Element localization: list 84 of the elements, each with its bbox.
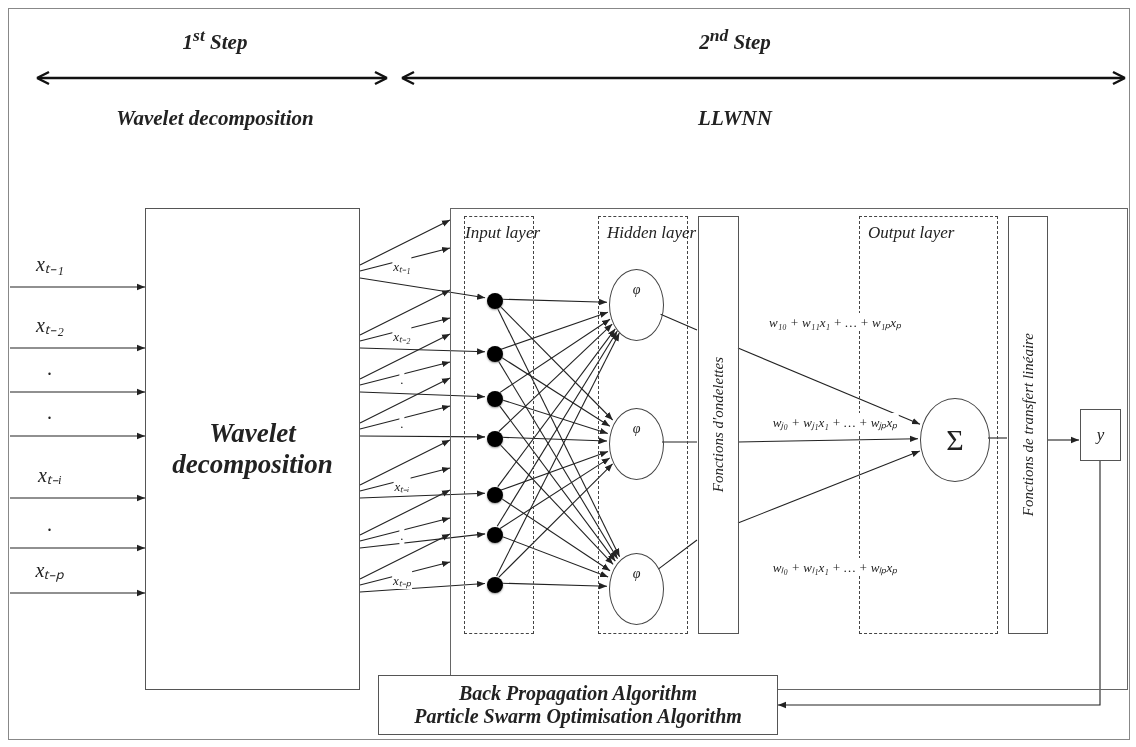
- arrow: [498, 304, 614, 421]
- arrow: [500, 398, 609, 435]
- arrow: [359, 404, 451, 430]
- arrow: [359, 466, 451, 492]
- arrow: [359, 516, 451, 542]
- connector-line: [987, 437, 1008, 439]
- arrow: [9, 544, 146, 552]
- arrow: [498, 323, 613, 433]
- arrow: [9, 283, 146, 291]
- input-neuron: [487, 431, 503, 447]
- arrow: [359, 377, 451, 424]
- arrow: [496, 330, 618, 527]
- edge-label: wₗ₀ + wₗ₁x₁ + … + wₗₚxₚ: [771, 558, 899, 576]
- arrow: [499, 318, 611, 394]
- arrow: [359, 289, 451, 336]
- arrow: [359, 333, 451, 380]
- layer-title: Hidden layer: [607, 223, 697, 243]
- box-text: Particle Swarm Optimisation Algorithm: [414, 705, 742, 728]
- algorithm-box: [378, 675, 778, 735]
- arrow: [500, 436, 608, 444]
- edge-label: xₜ₋ᵢ: [393, 477, 411, 495]
- arrow: [777, 459, 1101, 709]
- arrow: [359, 391, 486, 400]
- arrow: [498, 463, 614, 578]
- arrow: [499, 457, 611, 530]
- process-box: Wavelet decomposition: [145, 208, 360, 690]
- connector-line: [657, 539, 698, 570]
- edge-label: xₜ₋₁: [392, 257, 412, 275]
- edge-label: xₜ₋₂: [392, 327, 412, 345]
- rotated-label: Fonctions d'ondelettes: [710, 357, 727, 493]
- arrow: [359, 531, 486, 549]
- arrow: [737, 450, 921, 524]
- connector-line: [661, 441, 698, 443]
- arrow: [9, 344, 146, 352]
- arrow: [359, 439, 451, 486]
- arrow: [499, 451, 609, 491]
- input-neuron: [487, 391, 503, 407]
- rotated-label: Fonctions de transfert linéaire: [1019, 333, 1037, 517]
- arrow: [1046, 436, 1080, 444]
- edge-label: .: [399, 528, 405, 544]
- arrow: [359, 316, 451, 342]
- function-box: [1008, 216, 1048, 634]
- input-neuron: [487, 487, 503, 503]
- arrow: [359, 490, 486, 499]
- arrow: [359, 580, 486, 593]
- heading-text: 1$^{st}$ Step: [182, 25, 248, 55]
- arrow: [9, 388, 146, 396]
- input-neuron: [487, 527, 503, 543]
- arrow: [9, 432, 146, 440]
- layer-title: Input layer: [465, 223, 541, 243]
- input-neuron: [487, 346, 503, 362]
- arrow: [359, 489, 451, 536]
- arrow: [737, 435, 919, 443]
- arrow: [9, 494, 146, 502]
- arrow: [359, 277, 486, 300]
- arrow: [359, 219, 451, 266]
- arrow: [359, 533, 451, 580]
- heading-text: Wavelet decomposition: [116, 105, 314, 131]
- layer-title: Output layer: [868, 223, 955, 243]
- arrow: [359, 347, 486, 355]
- output-box: y: [1080, 409, 1121, 461]
- arrow: [500, 298, 608, 306]
- arrow: [359, 360, 451, 386]
- connector-line: [660, 313, 698, 331]
- input-neuron: [487, 577, 503, 593]
- arrow: [737, 347, 921, 425]
- arrow: [499, 496, 611, 572]
- function-box: [698, 216, 739, 634]
- arrow: [497, 328, 616, 488]
- arrow: [359, 560, 451, 586]
- input-neuron: [487, 293, 503, 309]
- heading-text: 2$^{nd}$ Step: [699, 25, 771, 55]
- edge-label: wⱼ₀ + wⱼ₁x₁ + … + wⱼₚxₚ: [771, 413, 899, 431]
- arrow: [9, 589, 146, 597]
- arrow: [500, 311, 609, 350]
- arrow: [359, 433, 486, 441]
- arrow: [496, 332, 620, 577]
- arrow: [500, 582, 608, 590]
- arrow: [499, 355, 611, 427]
- heading-text: LLWNN: [698, 105, 772, 131]
- edge-label: w₁₀ + w₁₁x₁ + … + w₁ₚxₚ: [768, 313, 902, 331]
- arrow: [359, 246, 451, 272]
- edge-label: xₜ₋ₚ: [392, 571, 412, 589]
- box-text: Back Propagation Algorithm: [458, 682, 698, 705]
